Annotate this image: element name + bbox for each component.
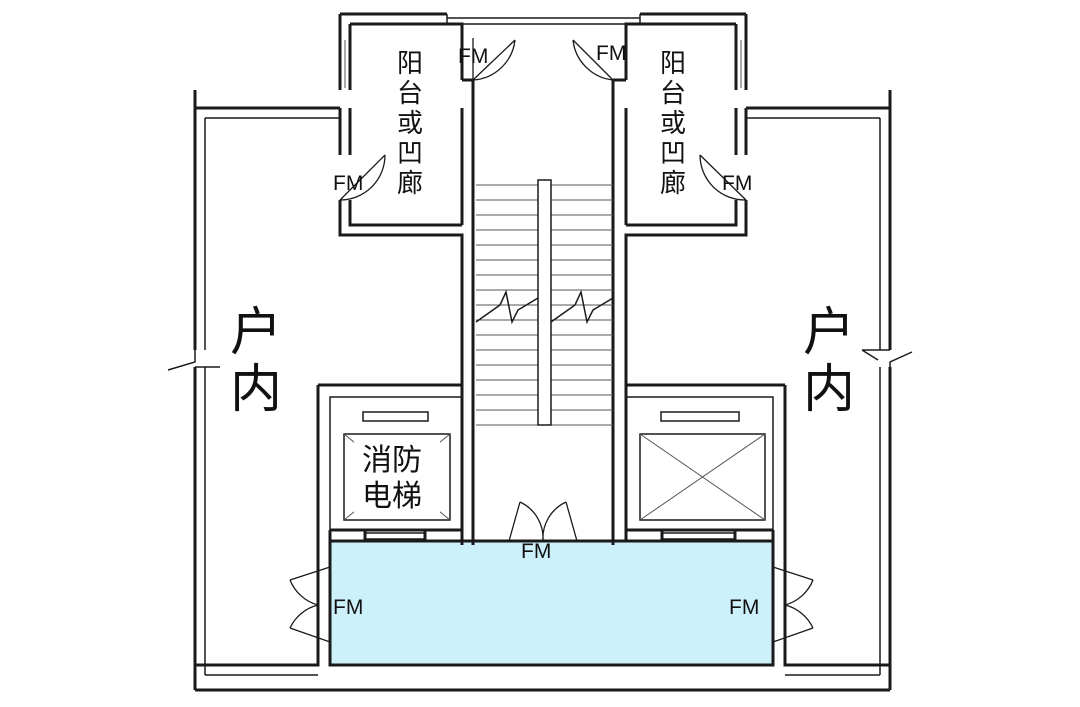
svg-text:阳: 阳 [660,48,686,78]
stair-handrail [537,179,552,426]
svg-text:台: 台 [397,78,423,108]
fm-label-lobby-left: FM [333,596,363,619]
svg-text:阳: 阳 [397,48,423,78]
svg-text:凹: 凹 [660,138,686,168]
svg-text:或: 或 [660,108,686,138]
svg-text:消防: 消防 [362,444,422,477]
svg-text:凹: 凹 [397,138,423,168]
fm-label-right-balcony: FM [722,172,752,195]
fire-elevator-label: 消防 电梯 [362,444,422,513]
svg-text:廊: 廊 [660,168,686,198]
fm-label-top-left: FM [458,45,488,68]
svg-text:或: 或 [397,108,423,138]
svg-text:电梯: 电梯 [362,480,422,513]
fire-lobby [328,539,775,667]
stair-break-right [550,289,614,325]
fm-label-stair: FM [521,540,551,563]
outer-walls [167,90,913,692]
svg-text:户: 户 [230,304,282,362]
top-openings [446,14,641,545]
svg-text:户: 户 [803,304,855,362]
stair-break-left [475,289,539,325]
svg-text:内: 内 [230,361,282,419]
fm-label-top-right: FM [596,42,626,65]
svg-text:内: 内 [803,361,855,419]
fm-label-left-balcony: FM [333,172,363,195]
svg-text:台: 台 [660,78,686,108]
doors [289,38,814,643]
unit-right-label: 户 内 [803,304,855,419]
balcony-right-label: 阳 台 或 凹 廊 [660,48,686,198]
balcony-left-label: 阳 台 或 凹 廊 [397,48,423,198]
fm-label-lobby-right: FM [729,596,759,619]
svg-text:廊: 廊 [397,168,423,198]
fire-elevator-label-bg [354,440,440,514]
elevator-right [624,383,785,541]
unit-left-label: 户 内 [230,304,282,419]
